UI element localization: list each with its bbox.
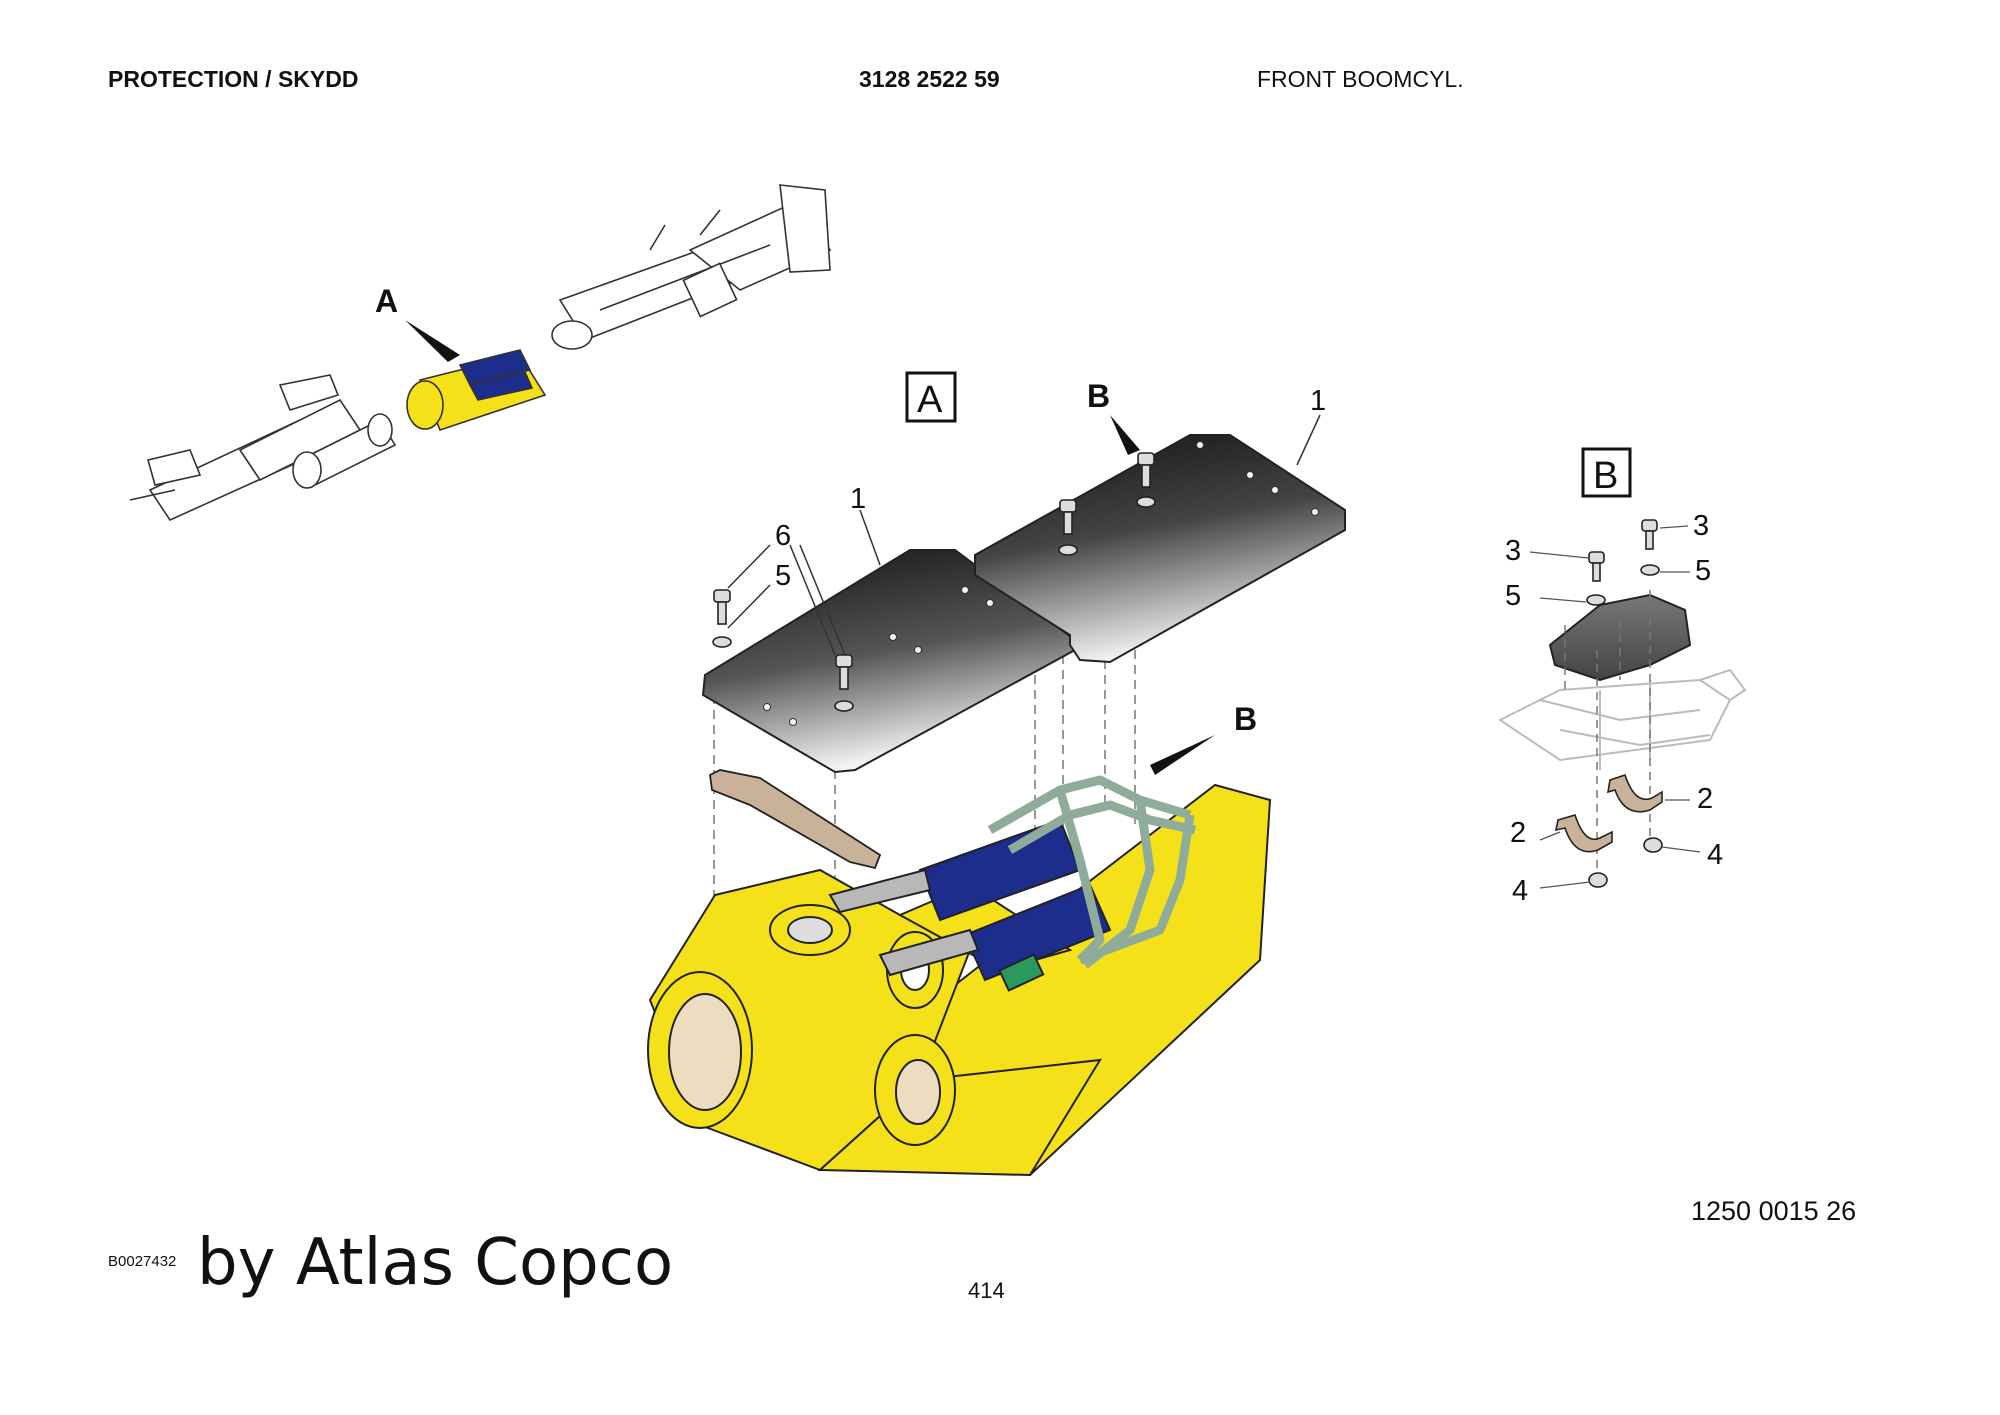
detail-b-box-label: B (1593, 455, 1618, 497)
svg-text:B: B (1087, 378, 1110, 414)
cylinder-assembly (647, 783, 1272, 1177)
guard-frame (987, 775, 1196, 969)
callout-b-nut-right: 4 (1707, 839, 1723, 871)
overview-marker-a-label: A (375, 283, 398, 319)
overview-boom-drawing (129, 184, 832, 522)
brand-watermark: by Atlas Copco (197, 1226, 674, 1300)
detail-a-box (905, 371, 957, 423)
marker-b-top: B (1087, 378, 1140, 455)
detail-b-frame (1498, 668, 1747, 770)
leaders-detail-a (727, 414, 1321, 656)
bolts-detail-a (712, 452, 1156, 712)
callout-b-nut-left: 4 (1512, 875, 1528, 907)
callout-b-clamp-left: 2 (1510, 817, 1526, 849)
lower-bracket (709, 769, 882, 870)
header-description: FRONT BOOMCYL. (1257, 66, 1464, 92)
header-section-title: PROTECTION / SKYDD (108, 66, 359, 92)
detail-b-clamps (1554, 773, 1663, 853)
detail-b-box (1581, 447, 1632, 498)
callout-b-washer-right: 5 (1695, 555, 1711, 587)
callout-b-washer-left: 5 (1505, 580, 1521, 612)
guard-plate-right (974, 434, 1346, 664)
svg-text:B: B (1234, 701, 1257, 737)
drawing-code: B0027432 (108, 1253, 177, 1270)
leaders-detail-b (1529, 525, 1701, 889)
marker-b-middle: B (1150, 701, 1257, 775)
detail-b-hardware (1586, 519, 1663, 888)
callout-bolt: 6 (775, 520, 791, 552)
header-part-number: 3128 2522 59 (859, 66, 1000, 92)
reference-number: 1250 0015 26 (1691, 1196, 1857, 1226)
detail-a-box-label: A (917, 379, 943, 421)
callout-b-bolt-right: 3 (1693, 510, 1709, 542)
callout-plate-right: 1 (1310, 385, 1326, 417)
overview-marker-a: A (375, 283, 460, 362)
callout-b-clamp-right: 2 (1697, 783, 1713, 815)
plate-holes (763, 441, 1319, 726)
callout-b-bolt-left: 3 (1505, 535, 1521, 567)
overview-highlighted-cylinder (406, 349, 547, 431)
callout-washer: 5 (775, 560, 791, 592)
page-number: 414 (968, 1278, 1005, 1303)
callout-plate-left: 1 (850, 483, 866, 515)
detail-b-alignment-lines (1564, 590, 1651, 875)
